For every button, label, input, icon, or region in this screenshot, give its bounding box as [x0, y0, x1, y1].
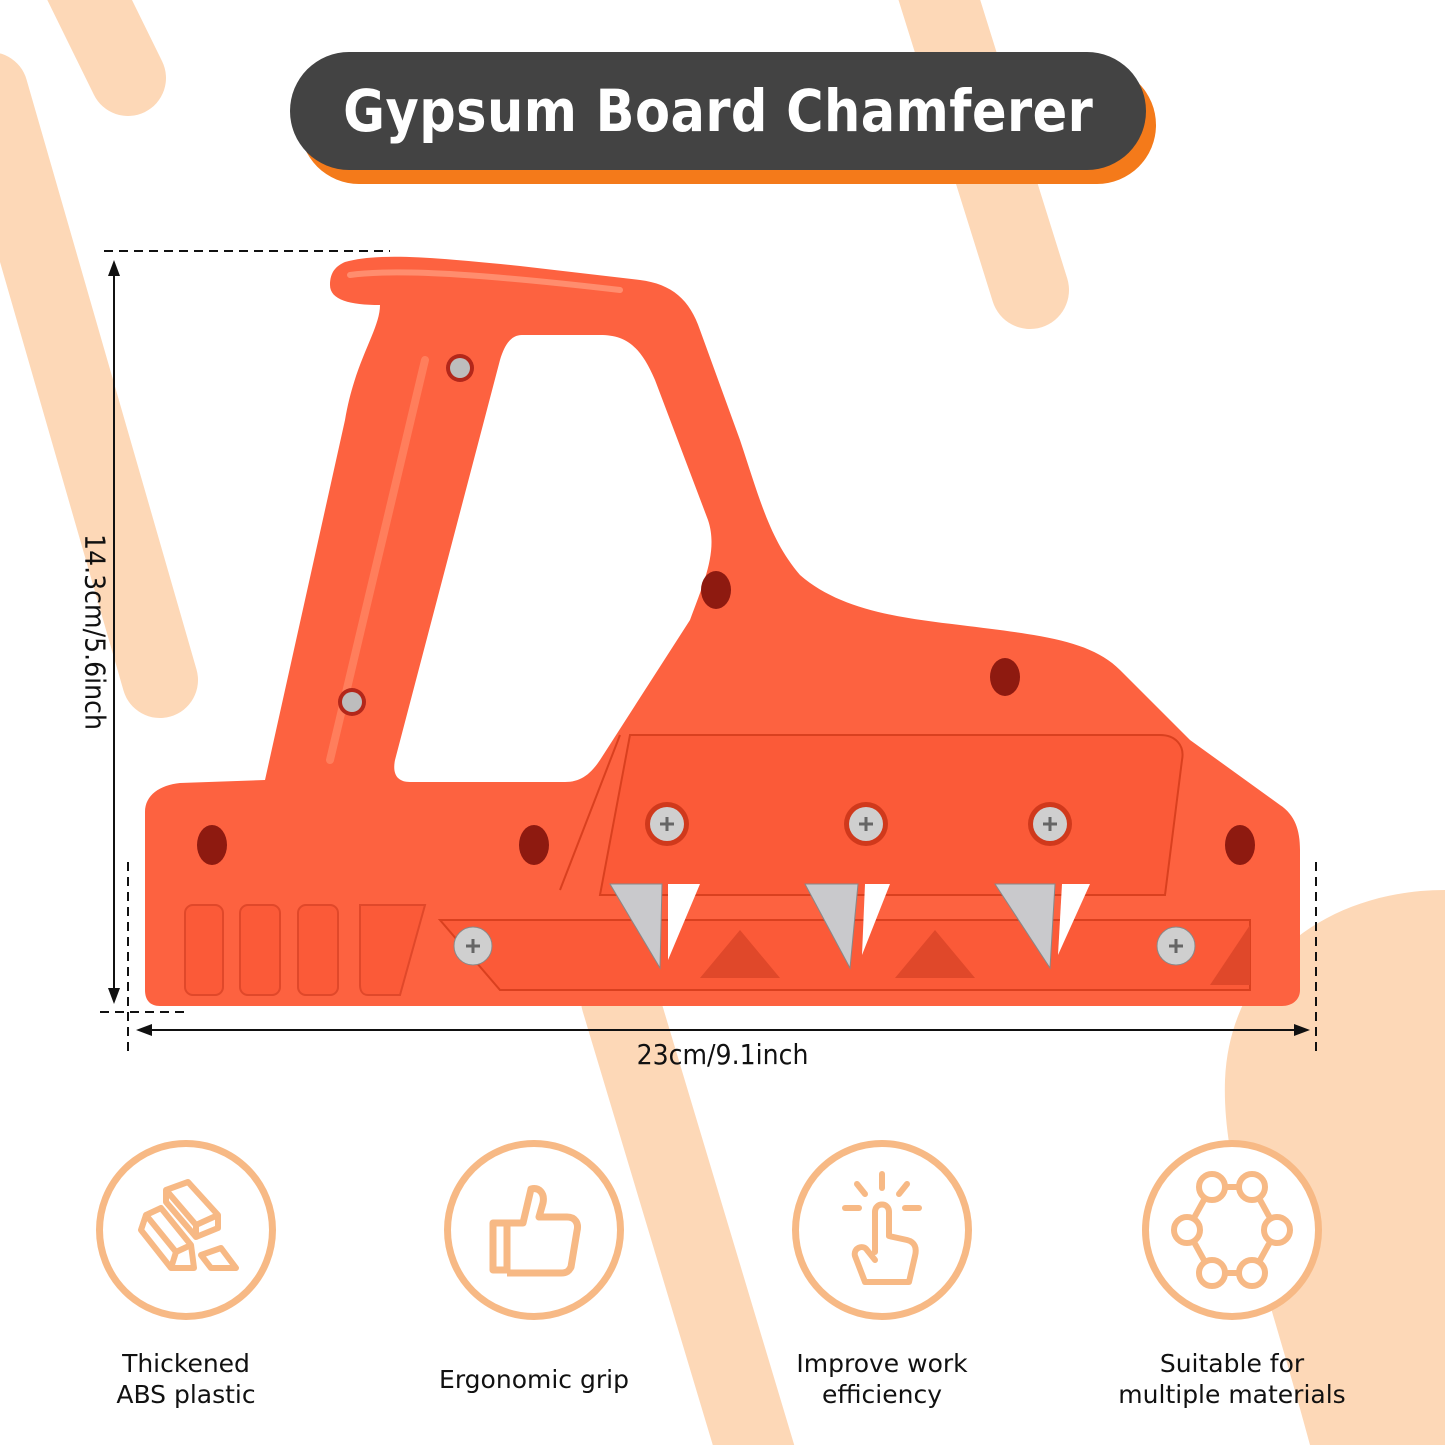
stripe	[581, 961, 795, 1445]
gold-bars-icon	[138, 1179, 239, 1271]
title-pill: Gypsum Board Chamferer	[290, 52, 1146, 170]
screw-icon	[446, 354, 474, 382]
blades	[609, 883, 1250, 985]
molecule-ring-icon	[1171, 1171, 1293, 1289]
dimension-arrows	[108, 260, 1310, 1036]
thumbs-up-icon	[489, 1185, 581, 1277]
screw-icon	[1028, 802, 1072, 846]
screw-icon	[844, 802, 888, 846]
feature-list: Thickened ABS plastic Ergonomic grip Imp…	[0, 1140, 1445, 1440]
stripe	[47, 0, 166, 116]
handle-opening	[394, 335, 712, 782]
chamferer-tool	[145, 256, 1300, 1006]
feature-icon-circle	[792, 1140, 972, 1320]
screw-icon	[645, 802, 689, 846]
feature-icon-circle	[96, 1140, 276, 1320]
feature-icon-circle	[1142, 1140, 1322, 1320]
feature-work-efficiency: Improve work efficiency	[732, 1140, 1032, 1410]
screw-holes	[197, 571, 1255, 865]
dimension-guides	[100, 250, 1317, 1052]
width-dimension-label: 23cm/9.1inch	[636, 1038, 809, 1071]
feature-label: Thickened ABS plastic	[116, 1349, 256, 1409]
screw-icon	[453, 926, 493, 966]
screw-icon	[338, 688, 366, 716]
screws	[338, 354, 1196, 966]
feature-label: Suitable for multiple materials	[1118, 1349, 1346, 1409]
stripe	[0, 53, 198, 718]
blade-plate	[598, 734, 1184, 896]
product-illustration	[100, 250, 1317, 1052]
feature-ergonomic-grip: Ergonomic grip	[384, 1140, 684, 1395]
page-title: Gypsum Board Chamferer	[342, 77, 1094, 145]
height-dimension-label: 14.3cm/5.6inch	[78, 534, 112, 730]
title-banner: Gypsum Board Chamferer	[290, 52, 1156, 185]
feature-icon-circle	[444, 1140, 624, 1320]
blob	[1224, 890, 1445, 1445]
feature-thickened-abs: Thickened ABS plastic	[36, 1140, 336, 1410]
screw-icon	[1156, 926, 1196, 966]
feature-label: Ergonomic grip	[439, 1365, 629, 1394]
tap-finger-icon	[842, 1171, 922, 1285]
feature-multiple-materials: Suitable for multiple materials	[1082, 1140, 1382, 1410]
feature-label: Improve work efficiency	[796, 1349, 968, 1409]
